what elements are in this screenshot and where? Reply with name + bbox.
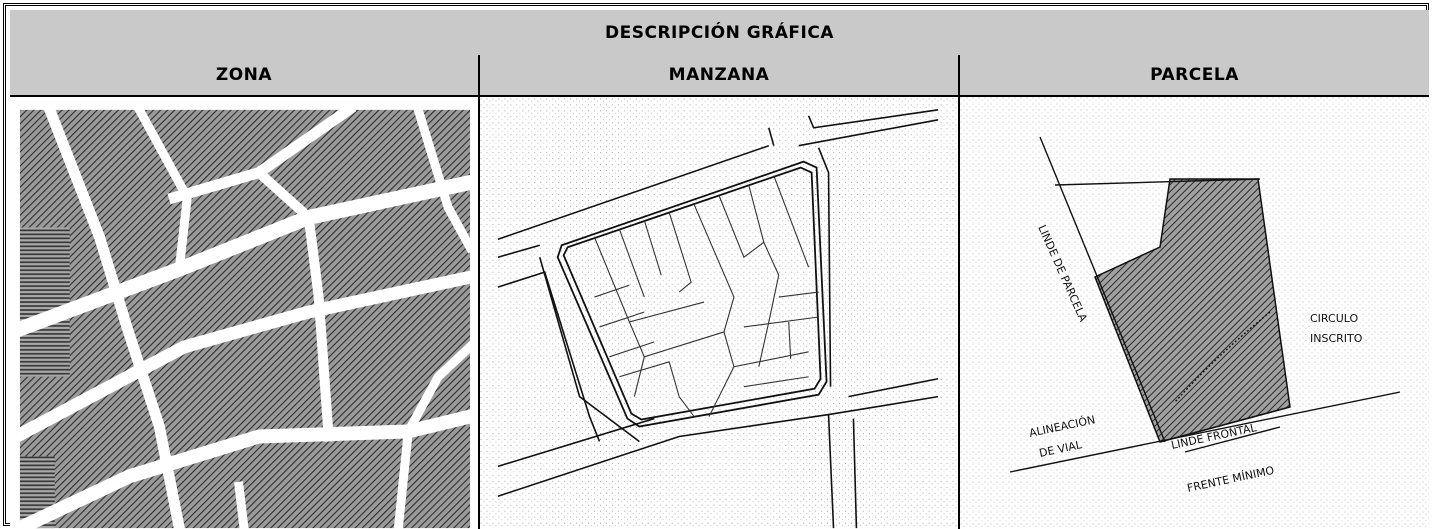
- column-header-zona: ZONA: [10, 55, 480, 95]
- column-header-row: ZONA MANZANA PARCELA: [10, 55, 1429, 97]
- column-header-zona-label: ZONA: [215, 65, 273, 85]
- manzana-panel: [480, 97, 960, 529]
- column-header-parcela: PARCELA: [960, 55, 1429, 95]
- manzana-block-outline: [556, 160, 828, 428]
- parcela-lines: [1009, 136, 1401, 473]
- column-header-parcela-label: PARCELA: [1150, 65, 1239, 85]
- table-title-text: DESCRIPCIÓN GRÁFICA: [605, 22, 834, 43]
- manzana-diagram: [480, 97, 958, 529]
- manzana-streets: [497, 109, 939, 529]
- parcela-panel: LINDE DE PARCELA CIRCULO INSCRITO ALINEA…: [960, 97, 1429, 529]
- label-inscrito: INSCRITO: [1310, 332, 1363, 345]
- column-header-manzana: MANZANA: [480, 55, 960, 95]
- table-title: DESCRIPCIÓN GRÁFICA: [10, 10, 1429, 57]
- label-circulo: CIRCULO: [1310, 312, 1358, 325]
- manzana-parcels: [594, 175, 819, 417]
- diagram-row: LINDE DE PARCELA CIRCULO INSCRITO ALINEA…: [10, 97, 1429, 529]
- zona-streets: [10, 102, 478, 529]
- column-header-manzana-label: MANZANA: [668, 65, 770, 85]
- parcela-diagram: LINDE DE PARCELA CIRCULO INSCRITO ALINEA…: [960, 97, 1429, 529]
- zona-diagram: [10, 102, 478, 529]
- zona-block-horizontal: [19, 227, 70, 377]
- zona-panel: [10, 97, 480, 529]
